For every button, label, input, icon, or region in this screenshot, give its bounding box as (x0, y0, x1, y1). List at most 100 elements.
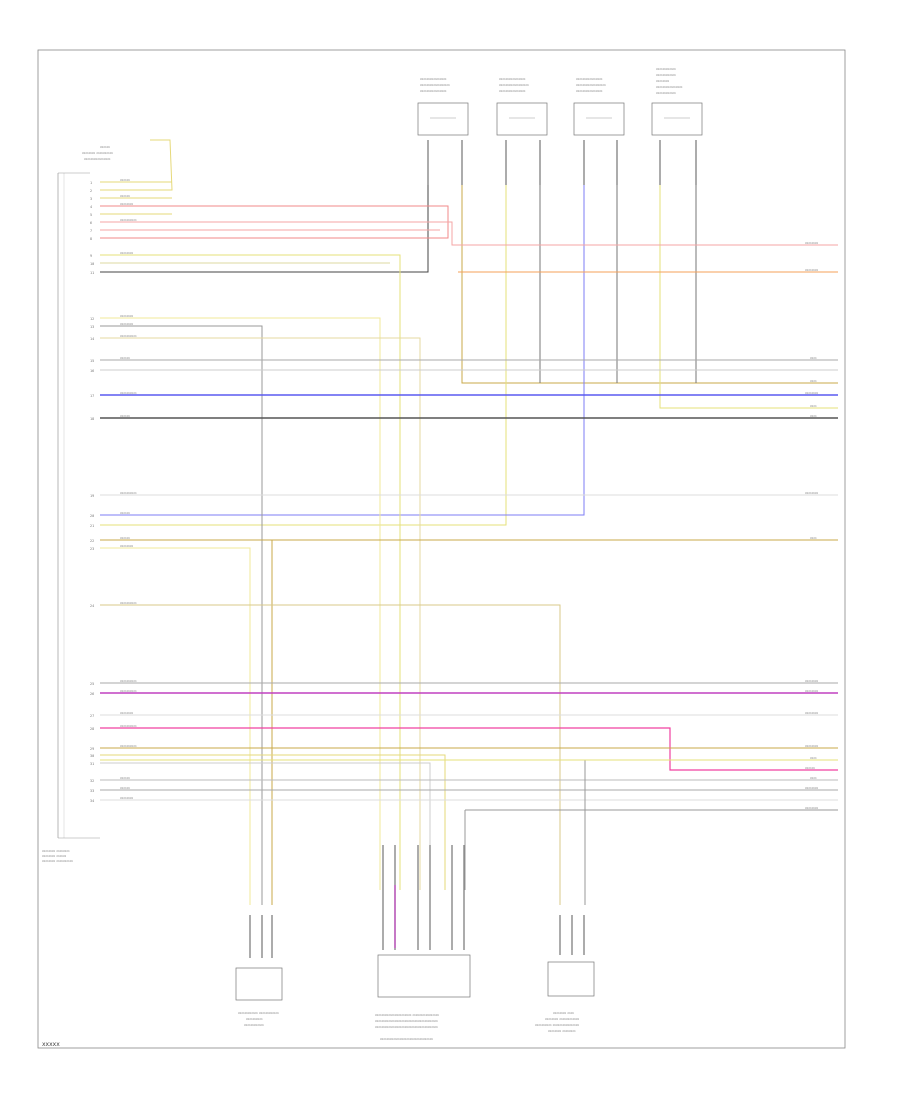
top-connector-stubs (427, 140, 697, 185)
bottom-component-3: ▭▭▭▭ ▭▭ ▭▭▭▭ ▭▭▭▭▭▭ ▭▭▭▭▭ ▭▭▭▭▭▭▭▭ ▭▭▭▭ … (535, 915, 595, 1033)
svg-text:8: 8 (90, 237, 92, 241)
ecu-horizontal-wires (100, 181, 838, 905)
svg-text:▭▭▭▭▭: ▭▭▭▭▭ (120, 218, 137, 222)
svg-text:▭▭▭: ▭▭▭ (805, 766, 815, 770)
svg-text:▭▭▭▭▭▭▭▭▭: ▭▭▭▭▭▭▭▭▭ (420, 83, 450, 87)
svg-text:▭▭▭▭ ▭▭▭▭: ▭▭▭▭ ▭▭▭▭ (548, 1029, 576, 1033)
svg-text:▭▭▭▭: ▭▭▭▭ (805, 241, 818, 245)
svg-text:▭▭▭▭▭▭▭▭▭▭▭▭▭▭▭▭▭▭▭: ▭▭▭▭▭▭▭▭▭▭▭▭▭▭▭▭▭▭▭ (375, 1025, 438, 1029)
svg-text:▭▭▭: ▭▭▭ (120, 178, 130, 182)
svg-text:7: 7 (90, 229, 92, 233)
svg-text:▭▭▭▭▭▭: ▭▭▭▭▭▭ (656, 67, 676, 71)
svg-text:18: 18 (90, 417, 94, 421)
svg-text:2: 2 (90, 189, 92, 193)
svg-text:3: 3 (90, 197, 92, 201)
svg-text:▭▭▭▭▭▭▭▭: ▭▭▭▭▭▭▭▭ (576, 77, 602, 81)
svg-text:▭▭▭▭: ▭▭▭▭ (120, 711, 133, 715)
svg-text:▭▭▭▭▭▭▭▭: ▭▭▭▭▭▭▭▭ (499, 77, 525, 81)
svg-text:▭▭▭▭▭▭▭▭▭▭▭▭▭▭▭▭▭▭▭: ▭▭▭▭▭▭▭▭▭▭▭▭▭▭▭▭▭▭▭ (375, 1019, 438, 1023)
svg-text:▭▭▭▭: ▭▭▭▭ (805, 786, 818, 790)
svg-text:▭▭▭▭ ▭▭▭▭▭▭: ▭▭▭▭ ▭▭▭▭▭▭ (545, 1017, 579, 1021)
svg-text:32: 32 (90, 779, 94, 783)
svg-text:22: 22 (90, 539, 94, 543)
sensor-top-wire (100, 139, 173, 191)
svg-text:▭▭▭▭: ▭▭▭▭ (120, 314, 133, 318)
svg-text:▭▭▭▭▭: ▭▭▭▭▭ (120, 689, 137, 693)
ecu-pin-numbers: 1 2 3 4 5 6 7 8 9 10 11 12 13 14 15 16 1… (90, 181, 94, 803)
svg-text:▭▭▭▭▭: ▭▭▭▭▭ (120, 601, 137, 605)
sensor-top-label-3: ▭▭▭▭▭▭▭▭ (84, 157, 110, 161)
svg-text:34: 34 (90, 799, 94, 803)
svg-text:▭▭▭▭▭▭▭▭▭: ▭▭▭▭▭▭▭▭▭ (499, 83, 529, 87)
svg-text:▭▭▭▭: ▭▭▭▭ (120, 251, 133, 255)
ecu-label-3: ▭▭▭▭ ▭▭▭▭▭ (42, 859, 73, 863)
svg-text:▭▭▭▭: ▭▭▭▭ (120, 322, 133, 326)
svg-text:16: 16 (90, 369, 94, 373)
ecu-label: ▭▭▭▭ ▭▭▭▭ (42, 849, 70, 853)
svg-text:▭▭▭▭: ▭▭▭▭ (805, 391, 818, 395)
svg-text:13: 13 (90, 325, 94, 329)
top-vertical-wires (100, 185, 838, 526)
svg-text:▭▭▭▭: ▭▭▭▭ (805, 806, 818, 810)
svg-text:▭▭: ▭▭ (810, 536, 817, 540)
svg-text:▭▭▭▭: ▭▭▭▭ (805, 744, 818, 748)
svg-text:9: 9 (90, 254, 92, 258)
svg-text:▭▭▭▭: ▭▭▭▭ (805, 679, 818, 683)
svg-text:29: 29 (90, 747, 94, 751)
sensor-box-3 (573, 102, 625, 136)
ecu-label-2: ▭▭▭▭ ▭▭▭ (42, 854, 66, 858)
svg-text:30: 30 (90, 754, 94, 758)
svg-text:▭▭▭: ▭▭▭ (120, 356, 130, 360)
svg-text:▭▭▭▭▭▭: ▭▭▭▭▭▭ (656, 73, 676, 77)
svg-text:▭▭▭▭: ▭▭▭▭ (120, 544, 133, 548)
svg-text:27: 27 (90, 714, 94, 718)
svg-text:1: 1 (90, 181, 92, 185)
svg-text:25: 25 (90, 682, 94, 686)
svg-text:▭▭▭▭▭▭▭▭: ▭▭▭▭▭▭▭▭ (656, 85, 682, 89)
svg-text:▭▭▭▭▭: ▭▭▭▭▭ (120, 334, 137, 338)
svg-text:12: 12 (90, 317, 94, 321)
svg-text:▭▭▭: ▭▭▭ (120, 414, 130, 418)
sensor-top-label-2: ▭▭▭▭ ▭▭▭▭▭ (82, 151, 113, 155)
svg-text:4: 4 (90, 205, 92, 209)
svg-text:33: 33 (90, 789, 94, 793)
svg-text:5: 5 (90, 213, 92, 217)
svg-text:▭▭▭▭▭▭: ▭▭▭▭▭▭ (244, 1023, 264, 1027)
svg-text:▭▭▭▭▭▭▭▭: ▭▭▭▭▭▭▭▭ (420, 89, 446, 93)
svg-text:▭▭▭▭: ▭▭▭▭ (120, 796, 133, 800)
sensor-box-1 (417, 102, 469, 136)
right-wire-labels: ▭▭▭▭ ▭▭▭▭ ▭▭ ▭▭ ▭▭▭▭ ▭▭ ▭▭ ▭▭▭▭ ▭▭ ▭▭▭▭ … (805, 241, 818, 810)
svg-text:▭▭: ▭▭ (810, 756, 817, 760)
svg-text:▭▭▭▭: ▭▭▭▭ (120, 202, 133, 206)
svg-text:▭▭▭▭▭: ▭▭▭▭▭ (120, 679, 137, 683)
diagram-frame (37, 49, 846, 1049)
svg-text:▭▭▭▭▭: ▭▭▭▭▭ (120, 391, 137, 395)
svg-text:23: 23 (90, 547, 94, 551)
svg-text:▭▭▭▭: ▭▭▭▭ (805, 268, 818, 272)
svg-text:19: 19 (90, 494, 94, 498)
svg-text:21: 21 (90, 524, 94, 528)
svg-text:24: 24 (90, 604, 94, 608)
sensor-box-4 (651, 102, 703, 136)
svg-text:▭▭▭▭▭: ▭▭▭▭▭ (120, 724, 137, 728)
diagram-code: xxxxx (42, 1041, 60, 1048)
sensor-group-top: ▭▭▭▭▭▭▭▭ ▭▭▭▭▭▭▭▭▭ ▭▭▭▭▭▭▭▭ ▭▭▭▭▭▭▭▭ ▭▭▭… (417, 67, 703, 136)
svg-text:15: 15 (90, 359, 94, 363)
svg-text:▭▭▭: ▭▭▭ (120, 536, 130, 540)
svg-text:▭▭▭▭▭▭▭▭: ▭▭▭▭▭▭▭▭ (499, 89, 525, 93)
svg-text:17: 17 (90, 394, 94, 398)
svg-text:▭▭▭▭: ▭▭▭▭ (805, 689, 818, 693)
svg-text:▭▭: ▭▭ (810, 404, 817, 408)
svg-text:▭▭▭▭: ▭▭▭▭ (656, 79, 669, 83)
svg-text:▭▭▭▭ ▭▭: ▭▭▭▭ ▭▭ (553, 1011, 574, 1015)
bottom-component-2: ▭▭▭▭▭▭▭▭▭▭▭ ▭▭▭▭▭▭▭▭ ▭▭▭▭▭▭▭▭▭▭▭▭▭▭▭▭▭▭▭… (375, 845, 471, 1041)
svg-text:31: 31 (90, 762, 94, 766)
svg-text:▭▭▭▭: ▭▭▭▭ (805, 711, 818, 715)
bottom-component-1: ▭▭▭▭▭▭ ▭▭▭▭▭▭ ▭▭▭▭▭ ▭▭▭▭▭▭ (235, 915, 283, 1027)
svg-text:▭▭▭▭: ▭▭▭▭ (805, 491, 818, 495)
svg-text:▭▭▭▭▭▭▭▭▭: ▭▭▭▭▭▭▭▭▭ (576, 83, 606, 87)
svg-text:20: 20 (90, 514, 94, 518)
svg-text:28: 28 (90, 727, 94, 731)
